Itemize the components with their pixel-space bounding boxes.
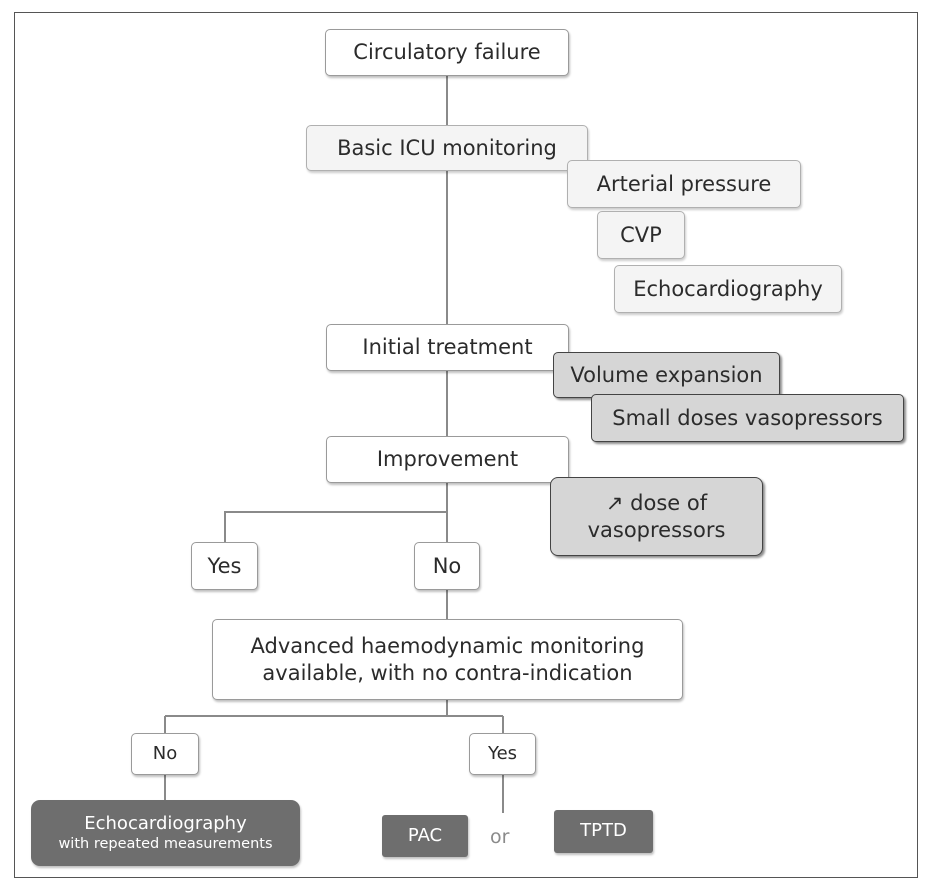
improvement-label: Improvement <box>376 447 519 472</box>
echocardiography-repeated-line1: Echocardiography <box>84 812 247 834</box>
yes-box-improvement: Yes <box>191 542 258 590</box>
no-label-improvement: No <box>432 553 462 578</box>
cvp-label: CVP <box>620 222 662 247</box>
pac-label: PAC <box>407 824 443 846</box>
diagram-frame <box>14 12 918 878</box>
yes-label-improvement: Yes <box>207 553 242 578</box>
advanced-monitoring-box: Advanced haemodynamic monitoring availab… <box>212 619 683 700</box>
improvement-box: Improvement <box>326 436 569 483</box>
tptd-box: TPTD <box>554 810 653 853</box>
small-doses-vasopressors-label: Small doses vasopressors <box>612 405 883 430</box>
advanced-monitoring-line2: available, with no contra-indication <box>262 660 633 685</box>
volume-expansion-box: Volume expansion <box>553 352 780 398</box>
no-label-advanced: No <box>152 742 178 764</box>
tptd-label: TPTD <box>580 820 627 842</box>
increase-dose-label-line1: ↗ dose of <box>605 491 708 516</box>
connector-improvement-to-yes <box>224 511 447 543</box>
circulatory-failure-label: Circulatory failure <box>353 40 541 65</box>
echocardiography-repeated-box: Echocardiography with repeated measureme… <box>31 800 300 866</box>
circulatory-failure-box: Circulatory failure <box>325 29 569 76</box>
increase-dose-label-line2: vasopressors <box>587 517 726 542</box>
small-doses-vasopressors-box: Small doses vasopressors <box>591 394 904 442</box>
or-label: or <box>490 826 510 848</box>
no-box-advanced: No <box>131 733 199 775</box>
advanced-monitoring-line1: Advanced haemodynamic monitoring <box>250 634 645 659</box>
basic-icu-monitoring-box: Basic ICU monitoring <box>306 125 588 171</box>
initial-treatment-label: Initial treatment <box>362 335 533 360</box>
arterial-pressure-label: Arterial pressure <box>596 171 772 196</box>
increase-dose-vasopressors-box: ↗ dose of vasopressors <box>550 477 763 556</box>
arterial-pressure-box: Arterial pressure <box>567 160 801 208</box>
volume-expansion-label: Volume expansion <box>570 362 763 387</box>
initial-treatment-box: Initial treatment <box>326 324 569 371</box>
pac-box: PAC <box>382 815 468 857</box>
yes-box-advanced: Yes <box>469 733 536 775</box>
cvp-box: CVP <box>597 211 685 259</box>
echocardiography-basic-box: Echocardiography <box>614 265 842 313</box>
echocardiography-repeated-line2: with repeated measurements <box>58 836 273 853</box>
basic-icu-monitoring-label: Basic ICU monitoring <box>337 135 557 160</box>
yes-label-advanced: Yes <box>487 742 518 764</box>
echocardiography-basic-label: Echocardiography <box>633 276 823 301</box>
no-box-improvement: No <box>414 542 480 590</box>
